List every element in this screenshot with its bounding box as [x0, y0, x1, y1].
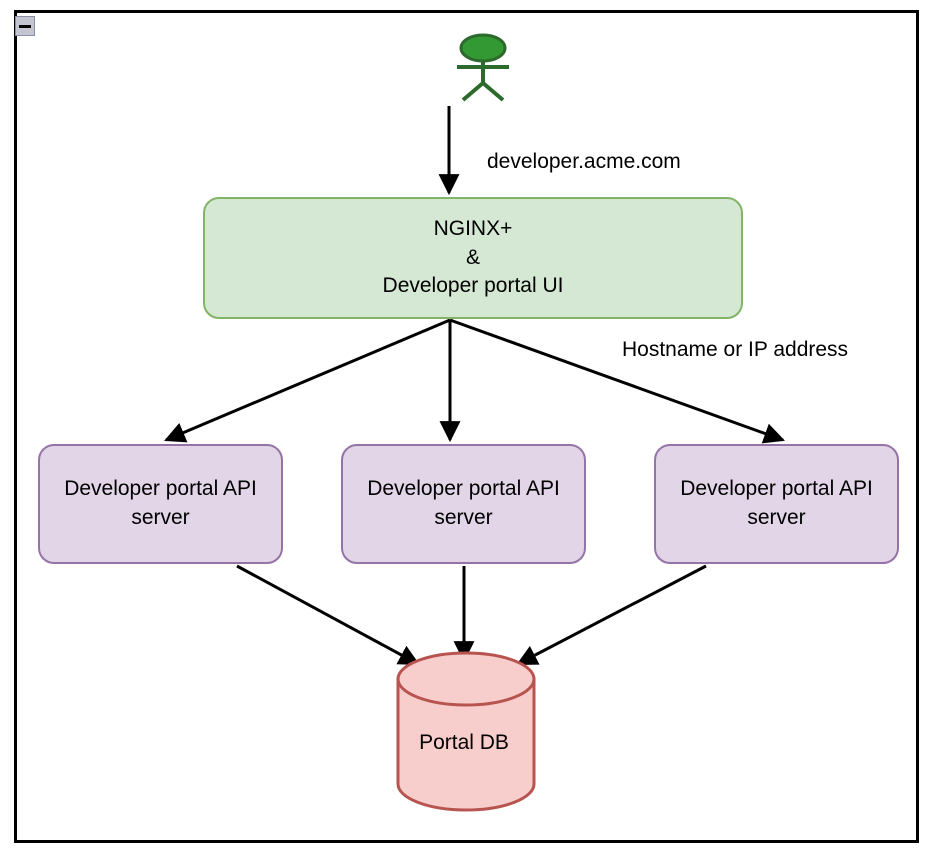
collapse-toggle-button[interactable]	[15, 16, 35, 36]
database-label: Portal DB	[419, 730, 509, 754]
edge-label-hostname: Hostname or IP address	[622, 338, 849, 361]
edge-label-domain: developer.acme.com	[487, 150, 681, 173]
node-api-server-1[interactable]: Developer portal API server	[38, 444, 283, 564]
minus-icon	[19, 24, 31, 28]
node-api-server-2[interactable]: Developer portal API server	[341, 444, 586, 564]
diagram-frame	[14, 10, 919, 843]
node-gateway-nginx[interactable]: NGINX+ & Developer portal UI	[203, 197, 743, 319]
node-database-portal-db[interactable]: Portal DB	[396, 653, 532, 810]
node-api-server-3[interactable]: Developer portal API server	[654, 444, 899, 564]
